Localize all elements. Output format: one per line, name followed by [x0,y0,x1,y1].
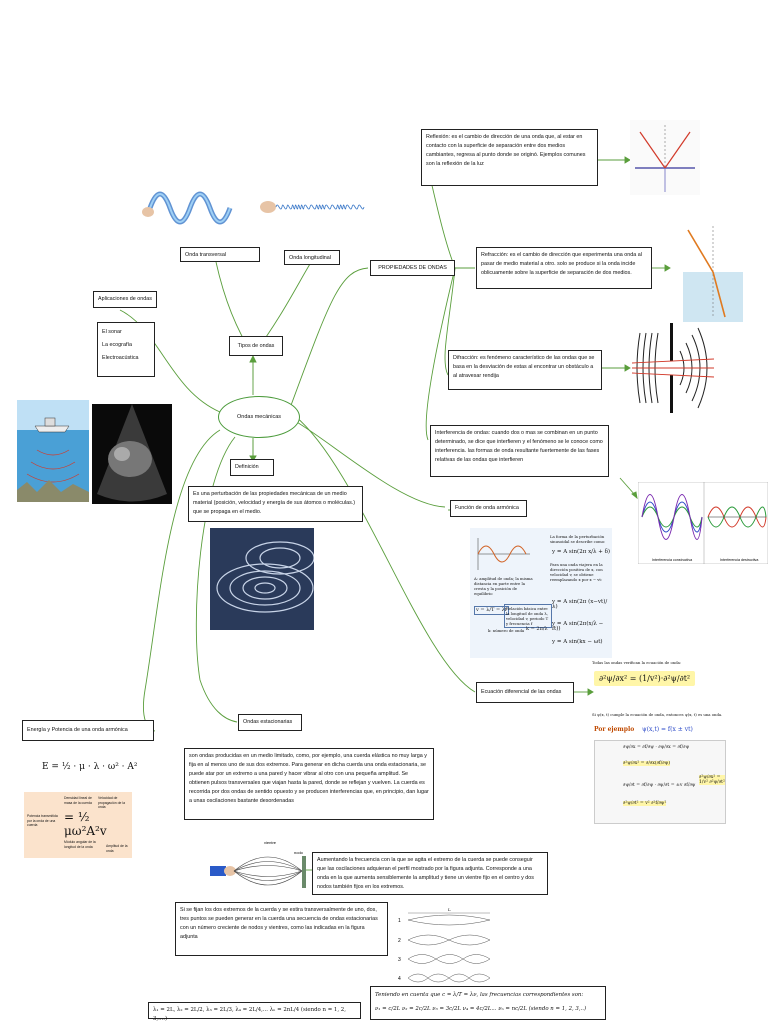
energia-box: Energía y Potencia de una onda armónica [22,720,154,741]
lambda-box: λ₁ = 2L, λ₂ = 2L/2, λ₃ = 2L/3, λ₄ = 2L/4… [148,1002,361,1022]
longitudinal-wave-image [260,201,365,213]
vientre-label: vientre [264,840,277,845]
aplicaciones-box: Aplicaciones de ondas [93,291,157,308]
potencia-panel: Potencia transmitida por la onda de una … [24,792,132,858]
tipos-label: Tipos de ondas [237,343,275,349]
potencia-label-3: Amplitud de la onda [106,844,128,853]
funcion-eq1: y = A sin(2π x/λ + δ) [552,549,611,555]
estacionarias-box: Ondas estacionarias [238,714,302,731]
ecuacion-mid-note: Si ψ(x, t) cumple la ecuación de onda, e… [592,712,723,717]
onda-transversal-box: Onda transversal [180,247,260,262]
funcion-note2: Para una onda viajera en la dirección po… [550,562,603,582]
standing-wave-string-image: vientre nodo [210,840,306,888]
aumentando-box: Aumentando la frecuencia con la que se a… [312,852,548,895]
reflexion-text: Reflexión: es el cambio de dirección de … [426,134,586,167]
reflection-diagram-image [630,120,700,195]
frecuencias-formula: ν₁ = c/2L ν₂ = 2c/2L ν₃ = 3c/2L ν₄ = 4c/… [375,1006,587,1012]
propiedades-label: PROPIEDADES DE ONDAS [378,265,447,271]
diffraction-diagram-image [632,323,714,413]
ecuacion-label: Ecuación diferencial de las ondas [481,689,562,695]
mode-1-label: 1 [398,918,401,924]
interferencia-caption-destructiva: Interferencia destructiva [720,558,758,562]
nodo-label: nodo [294,850,304,855]
energia-formula: E = ½ · μ · λ · ω² · A² [42,762,138,772]
ecuacion-example: Por ejemplo [594,726,635,733]
definicion-text: Es una perturbación de las propiedades m… [193,491,356,515]
aumentando-text: Aumentando la frecuencia con la que se a… [317,857,534,890]
center-node-ondas-mecanicas: Ondas mecánicas [218,396,300,438]
interference-diagram-image: Interferencia constructiva Interferencia… [638,482,768,564]
interferencia-text: Interferencia de ondas: cuando dos o mas… [435,430,603,463]
mode-3-label: 3 [398,957,401,963]
aplicacion-item: La ecografía [102,342,132,348]
tipos-box: Tipos de ondas [229,336,283,356]
lambda-formula: λ₁ = 2L, λ₂ = 2L/2, λ₃ = 2L/3, λ₄ = 2L/4… [153,1007,346,1022]
frecuencias-intro: Teniendo en cuenta que c = λ/T = λν, las… [375,992,584,998]
estacionarias-text-box: son ondas producidas en un medio limitad… [184,748,434,820]
sonar-image [17,400,89,502]
aplicacion-item: El sonar [102,329,122,335]
standing-wave-modes-image: L 1 2 3 4 [398,907,491,983]
estacionarias-text: son ondas producidas en un medio limitad… [189,753,429,804]
funcion-eq3: y = A sin(2π(x/λ − ft)) [552,621,604,632]
difraccion-text: Difracción: es fenómeno característico d… [453,355,595,379]
funcion-label: Función de onda armónica [455,505,519,511]
funcion-k-eq: k = 2π/λ [526,626,548,632]
aplicaciones-list-box: El sonar La ecografía Electroacústica [97,322,155,377]
aplicacion-item: Electroacústica [102,355,139,361]
frecuencias-box: Teniendo en cuenta que c = λ/T = λν, las… [370,986,606,1020]
potencia-formula: = ½ μω²A²v [64,810,107,838]
definicion-text-box: Es una perturbación de las propiedades m… [188,486,363,522]
potencia-label-1: Densidad lineal de masa de la cuerda [64,796,92,805]
aplicaciones-label: Aplicaciones de ondas [98,296,152,302]
definicion-box: Definición [230,459,274,476]
onda-transversal-label: Onda transversal [185,252,227,258]
interferencia-caption-constructiva: Interferencia constructiva [652,558,692,562]
estacionarias-label: Ondas estacionarias [243,719,293,725]
interferencia-box: Interferencia de ondas: cuando dos o mas… [430,425,609,477]
onda-longitudinal-label: Onda longitudinal [289,255,331,261]
wave-equation: ∂²ψ/∂x² = (1/v²)·∂²ψ/∂t² [594,671,696,686]
energia-label: Energía y Potencia de una onda armónica [27,727,128,733]
ecuacion-box: Ecuación diferencial de las ondas [476,682,574,703]
propiedades-box: PROPIEDADES DE ONDAS [370,260,455,276]
center-label: Ondas mecánicas [236,414,282,420]
mode-2-label: 2 [398,938,401,944]
transverse-wave-image [142,191,233,225]
funcion-detail-panel: A: amplitud de onda; la misma distancia … [470,528,612,658]
extremos-text: Si se fijan los dos extremos de la cuerd… [180,907,378,940]
ecography-image [92,404,172,504]
mode-4-label: 4 [398,976,401,982]
extremos-box: Si se fijan los dos extremos de la cuerd… [175,902,388,956]
funcion-v-note: Relación básica entre la longitud de ond… [504,604,552,628]
potencia-label-2: Velocidad de propagación de la onda [98,796,125,809]
funcion-amp-note: A: amplitud de onda; la misma distancia … [474,576,533,596]
onda-longitudinal-box: Onda longitudinal [284,250,340,265]
definicion-label: Definición [235,464,259,470]
refraction-diagram-image [683,222,743,322]
harmonic-wave-plot [477,538,530,570]
reflexion-box: Reflexión: es el cambio de dirección de … [421,129,598,186]
difraccion-box: Difracción: es fenómeno característico d… [448,350,602,390]
derivatives-grid: ∂ψ/∂x = ∂f/∂ψ · ∂ψ/∂x = ∂f/∂ψ ∂²ψ/∂x² = … [594,740,726,824]
funcion-title: La forma de la perturbación sinusoidal s… [550,534,606,544]
funcion-v-eq: v = λ/T = λf [474,606,509,615]
funcion-box: Función de onda armónica [450,500,527,517]
mode-length-label: L [448,907,451,912]
funcion-k-label: k: número de onda [488,628,525,633]
water-ripple-image [210,528,314,630]
potencia-label: Potencia transmitida por la onda de una … [27,814,58,827]
funcion-eq2: y = A sin(2π (x−vt)/λ) [552,599,608,610]
funcion-eq4: y = A sin(kx − ωt) [552,639,603,645]
refraccion-box: Refracción: es el cambio de dirección qu… [476,247,652,289]
ecuacion-detail-panel: Todas las ondas verifican la ecuación de… [592,660,726,825]
ecuacion-top-note: Todas las ondas verifican la ecuación de… [592,660,682,665]
refraccion-text: Refracción: es el cambio de dirección qu… [481,252,642,276]
ecuacion-example-fn: ψ(x,t) = f(x ± vt) [642,726,693,733]
potencia-label-4: Módulo angular de la longitud de la onda [64,840,96,849]
